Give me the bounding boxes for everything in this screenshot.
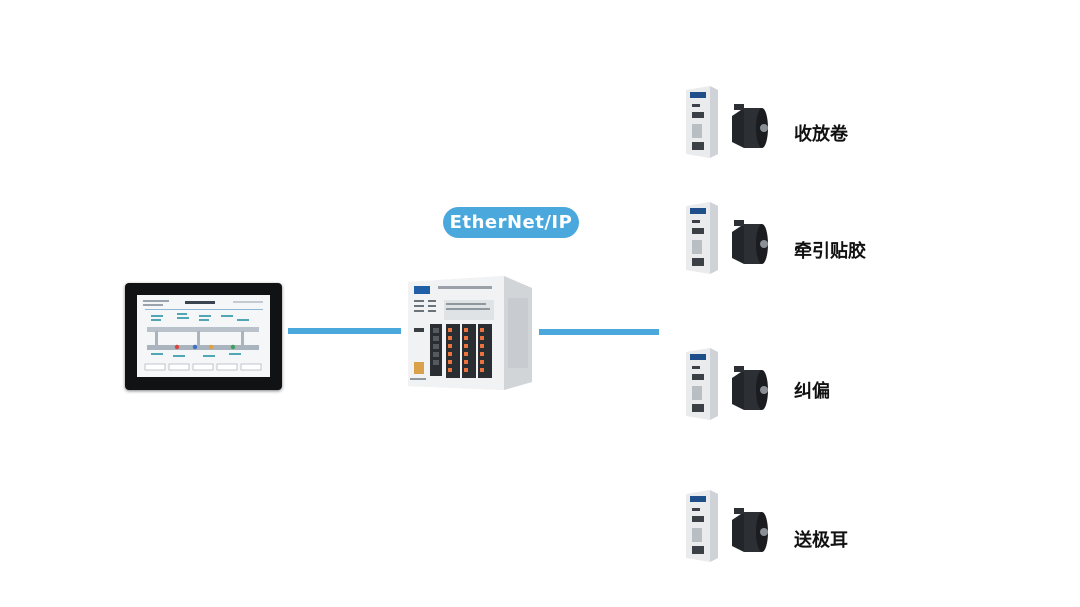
plc-controller-icon bbox=[408, 276, 532, 390]
plc-to-drives-link bbox=[539, 329, 659, 335]
hmi-screen-graphic bbox=[137, 295, 270, 377]
axis-label-tab-feeding: 送极耳 bbox=[794, 530, 848, 551]
servo-drive-motor-icon bbox=[686, 348, 768, 420]
servo-drive-motor-icon bbox=[686, 202, 768, 274]
servo-drive-motor-icon bbox=[686, 490, 768, 562]
touch-panel-icon bbox=[125, 283, 282, 390]
network-protocol-badge: EtherNet/IP bbox=[443, 207, 579, 238]
hmi-to-plc-link bbox=[288, 328, 401, 334]
hmi-screen bbox=[137, 295, 270, 377]
axis-label-deviation-correction: 纠偏 bbox=[794, 381, 830, 402]
servo-drive-motor-icon bbox=[686, 86, 768, 158]
axis-label-traction-taping: 牵引贴胶 bbox=[794, 241, 866, 262]
axis-label-unwind-rewind: 收放卷 bbox=[794, 124, 848, 145]
